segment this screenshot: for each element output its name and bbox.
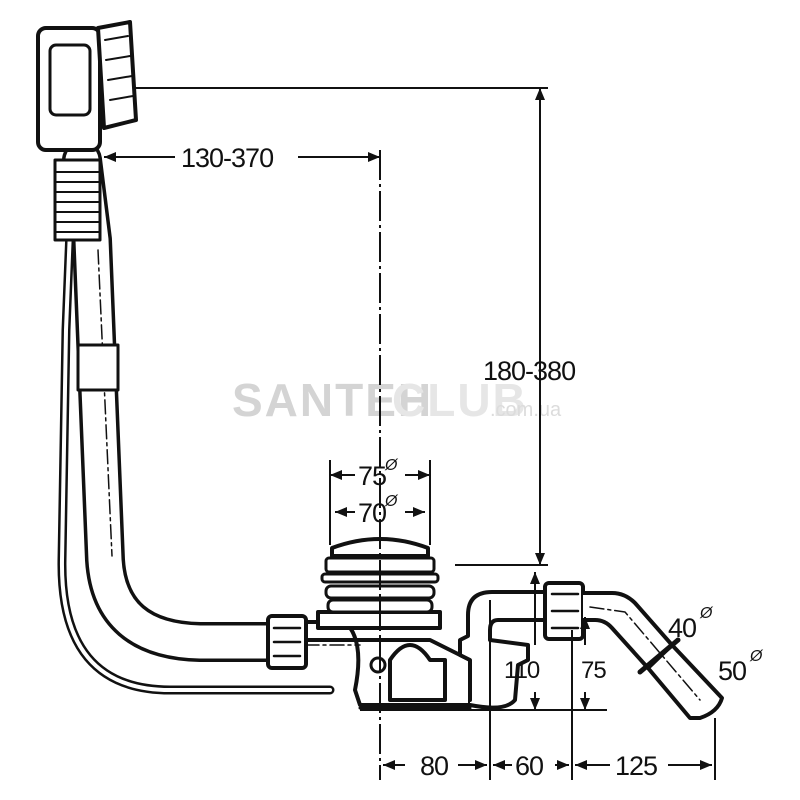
watermark-brand-a: SANTEH (232, 374, 433, 426)
dim-plug-inner: 70 (358, 498, 386, 528)
dia-symbol-pipe-large: Ø (749, 648, 764, 665)
dia-symbol-plug-outer: Ø (384, 457, 399, 474)
dia-symbol-plug-inner: Ø (384, 493, 399, 510)
dim-plug-outer: 75 (358, 461, 386, 491)
dim-pipe-large: 50 (718, 656, 746, 686)
overflow-knob (96, 20, 138, 130)
dia-symbol-pipe-small: Ø (699, 605, 714, 622)
watermark-brand-b: CLUB (392, 374, 528, 426)
dim-dist-b: 60 (515, 751, 543, 781)
dim-dist-c: 125 (615, 751, 657, 781)
trap-elbow (458, 590, 550, 710)
watermark: SANTEH CLUB .com.ua (232, 374, 562, 426)
dimension-arrowheads (104, 88, 712, 770)
dim-outlet-height: 75 (581, 657, 606, 684)
dim-height-range: 180-380 (483, 356, 575, 386)
dim-overflow-offset: 130-370 (181, 143, 273, 173)
watermark-domain: .com.ua (490, 399, 562, 421)
dim-pipe-small: 40 (668, 613, 696, 643)
dim-trap-height: 110 (504, 657, 540, 684)
dim-dist-a: 80 (420, 751, 448, 781)
corrugated-hose (53, 158, 120, 392)
